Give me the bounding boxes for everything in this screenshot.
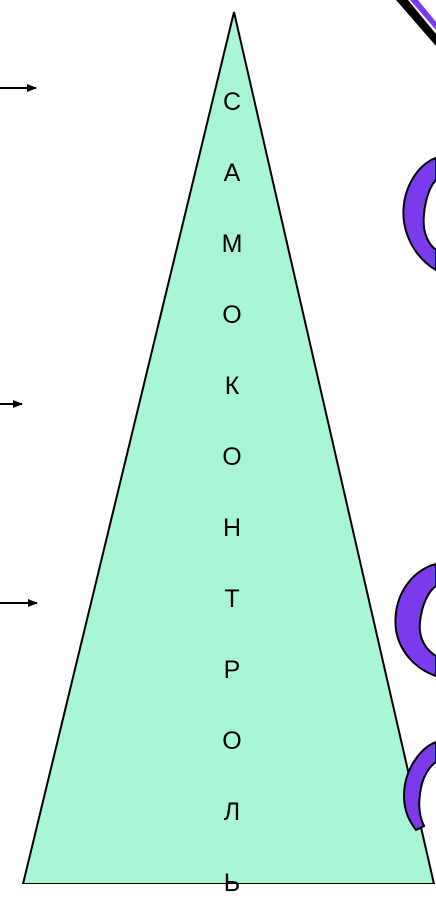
letter-6: О	[222, 443, 242, 471]
purple-arc-shape-1	[402, 156, 436, 272]
purple-arc-shape-3	[402, 740, 436, 832]
letter-12: Ь	[223, 869, 241, 897]
letter-4: О	[222, 301, 242, 329]
letter-9: Р	[223, 656, 241, 684]
letter-8: Т	[224, 585, 240, 613]
letter-10: О	[222, 727, 242, 755]
purple-arc-shape-2	[394, 562, 436, 678]
pyramid-triangle	[21, 11, 436, 884]
letter-3: М	[221, 230, 243, 258]
letter-11: Л	[223, 798, 241, 826]
corner-bracket-inner	[410, 0, 436, 30]
letter-2: А	[223, 159, 241, 187]
corner-bracket-shape	[396, 0, 436, 46]
letter-7: Н	[222, 514, 242, 542]
letter-1: С	[222, 88, 242, 116]
letter-5: К	[224, 372, 240, 400]
